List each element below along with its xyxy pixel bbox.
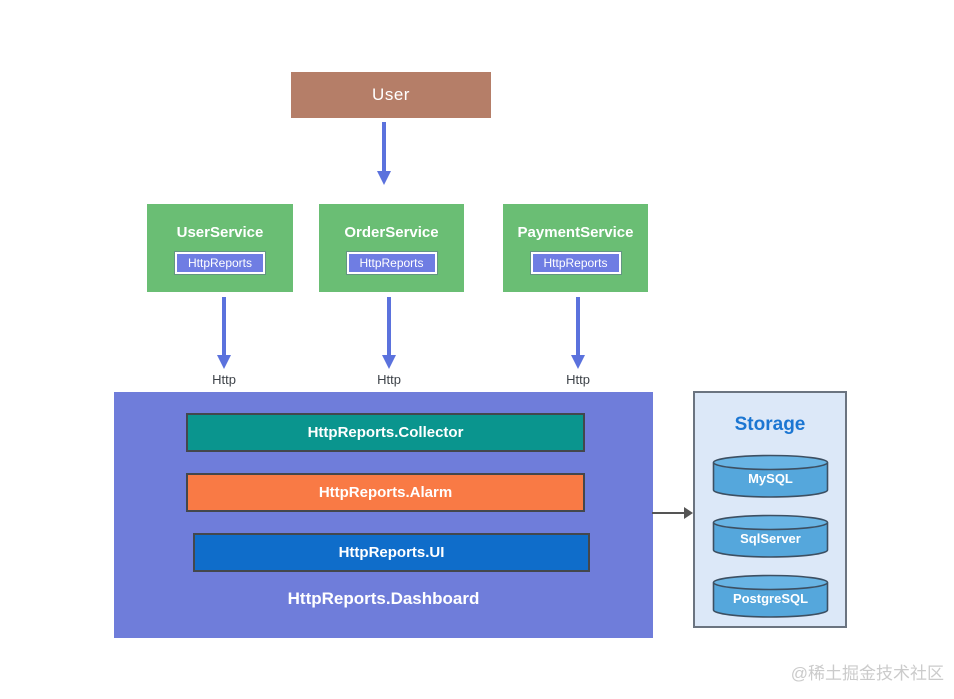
- database-cylinder-icon: [712, 574, 829, 618]
- service-title: PaymentService: [517, 224, 634, 241]
- database-cylinder-icon: [712, 454, 829, 498]
- arrow-orderservice-down-icon: [382, 297, 396, 369]
- database-label: MySQL: [748, 471, 793, 486]
- watermark: @稀土掘金技术社区: [790, 664, 944, 683]
- database-mysql: MySQL: [712, 454, 829, 499]
- component-ui: HttpReports.UI: [193, 533, 590, 572]
- storage-box: Storage MySQL SqlServer PostgreSQL: [693, 391, 847, 628]
- component-alarm: HttpReports.Alarm: [186, 473, 585, 512]
- component-collector: HttpReports.Collector: [186, 413, 585, 452]
- arrow-userservice-down-icon: [217, 297, 231, 369]
- http-label: Http: [377, 372, 401, 387]
- service-title: UserService: [176, 224, 264, 241]
- database-label: SqlServer: [740, 531, 801, 546]
- database-label: PostgreSQL: [732, 591, 809, 606]
- service-title: OrderService: [344, 224, 439, 241]
- service-box-paymentservice: PaymentService HttpReports: [503, 204, 648, 292]
- storage-title: Storage: [734, 414, 806, 435]
- user-box: User: [291, 72, 491, 118]
- user-box-label: User: [372, 85, 410, 104]
- service-box-orderservice: OrderService HttpReports: [319, 204, 464, 292]
- http-label: Http: [212, 372, 236, 387]
- dashboard-box: HttpReports.Collector HttpReports.Alarm …: [114, 392, 653, 638]
- arrow-paymentservice-down-icon: [571, 297, 585, 369]
- httpreports-badge: HttpReports: [345, 251, 438, 275]
- dashboard-title: HttpReports.Dashboard: [287, 589, 480, 608]
- database-sqlserver: SqlServer: [712, 514, 829, 559]
- service-box-userservice: UserService HttpReports: [147, 204, 293, 292]
- database-postgresql: PostgreSQL: [712, 574, 829, 619]
- httpreports-badge: HttpReports: [174, 251, 266, 275]
- httpreports-badge: HttpReports: [529, 251, 622, 275]
- arrow-user-down-icon: [377, 122, 391, 185]
- database-cylinder-icon: [712, 514, 829, 558]
- arrow-dashboard-to-storage-icon: [652, 507, 693, 519]
- http-label: Http: [566, 372, 590, 387]
